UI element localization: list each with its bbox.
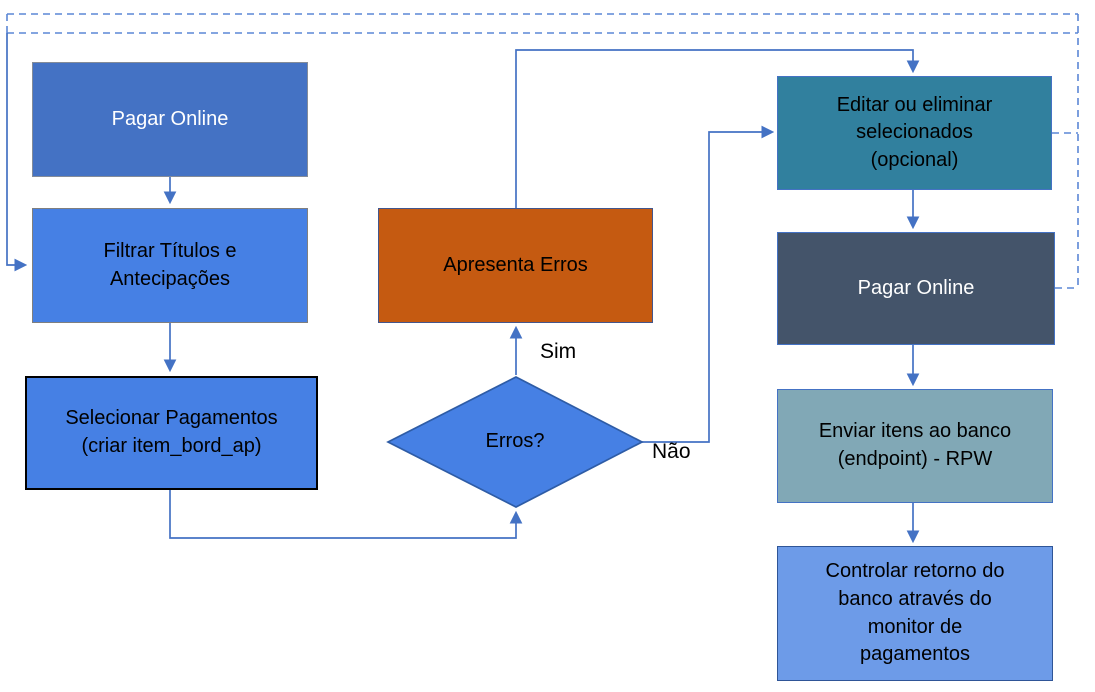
node-pagar-online-right: Pagar Online — [777, 232, 1055, 345]
node-pagar-online-left: Pagar Online — [32, 62, 308, 177]
node-enviar-itens: Enviar itens ao banco (endpoint) - RPW — [777, 389, 1053, 503]
node-selecionar-pagamentos: Selecionar Pagamentos (criar item_bord_a… — [25, 376, 318, 490]
connector-feedback-to-filtrar — [6, 33, 28, 272]
edge-label-sim: Sim — [540, 340, 577, 363]
connector-erros-nao-to-editar — [642, 125, 775, 443]
node-apresenta-erros: Apresenta Erros — [378, 208, 653, 323]
connector-apresenta-to-editar — [515, 49, 920, 208]
node-filtrar-titulos: Filtrar Títulos e Antecipações — [32, 208, 308, 323]
decision-diamond-shape — [386, 376, 644, 508]
connector-selecionar-to-erros — [169, 490, 523, 539]
node-editar-eliminar: Editar ou eliminar selecionados (opciona… — [777, 76, 1052, 190]
edge-label-nao: Não — [652, 440, 691, 463]
node-erros-decision-label: Erros? — [485, 430, 545, 453]
node-controlar-retorno: Controlar retorno do banco através do mo… — [777, 546, 1053, 681]
